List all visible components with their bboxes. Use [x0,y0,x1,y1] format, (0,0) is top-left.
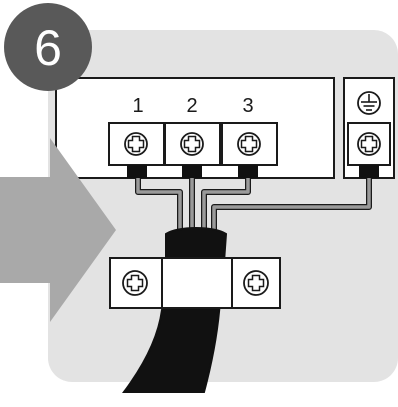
wire-terminal-3 [202,178,250,232]
phillips-screw-icon [124,132,148,156]
right-arrow-icon [0,138,116,322]
gray-wires [136,178,371,232]
terminal-label-2: 2 [186,95,197,117]
phillips-screw-icon [122,270,148,296]
phillips-screw-icon [357,132,381,156]
terminal-label-3: 3 [242,95,253,117]
terminal-label-1: 1 [132,95,143,117]
phillips-screw-icon [237,132,261,156]
phillips-screw-icon [180,132,204,156]
step-badge [4,3,92,91]
wire-terminal-1 [136,178,182,232]
wire-ground [212,178,371,232]
step-number: 6 [34,20,62,76]
phillips-screw-icon [243,270,269,296]
ground-symbol-icon [357,91,381,115]
